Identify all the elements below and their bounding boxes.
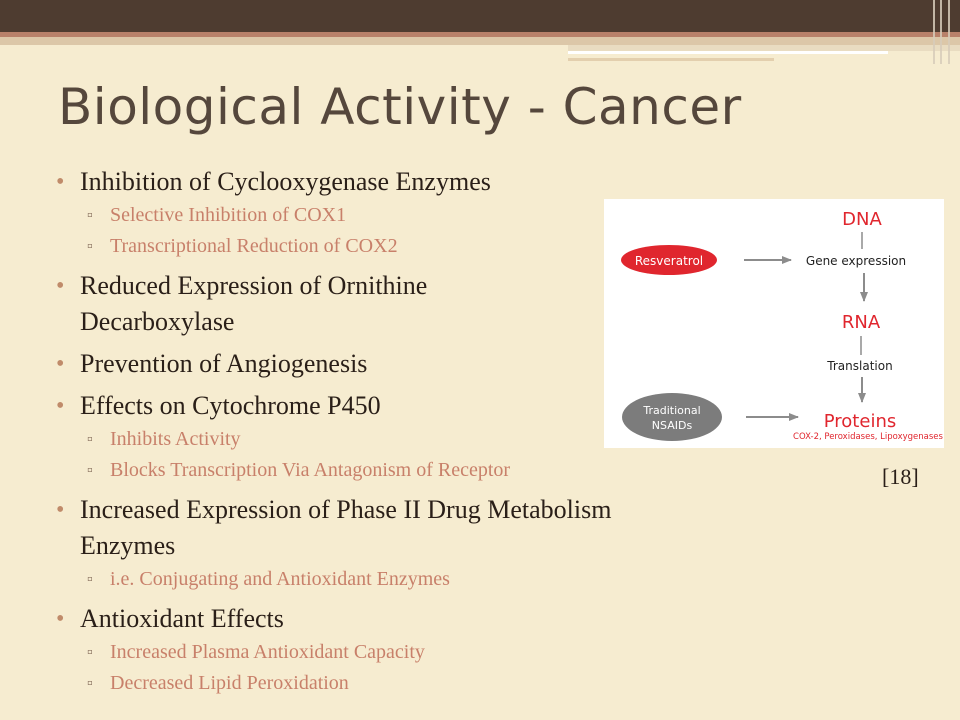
nsaids-label-line1: Traditional <box>642 404 700 417</box>
proteins-label: Proteins <box>824 411 896 432</box>
bullet-item: Effects on Cytochrome P450 <box>56 388 646 424</box>
resveratrol-label: Resveratrol <box>635 254 703 268</box>
header-stripe <box>0 37 960 45</box>
citation: [18] <box>882 464 919 489</box>
bullet-item: Prevention of Angiogenesis <box>56 346 646 382</box>
nsaids-label-line2: NSAIDs <box>652 419 693 432</box>
header-stripe <box>0 32 960 37</box>
header-stripe <box>568 58 774 61</box>
gene-expression-label: Gene expression <box>806 254 906 268</box>
proteins-detail-label: COX-2, Peroxidases, Lipoxygenases <box>793 432 944 442</box>
header-stripe <box>568 51 888 54</box>
sub-bullet-item: Transcriptional Reduction of COX2 <box>56 231 646 262</box>
bullet-item: Antioxidant Effects <box>56 601 646 637</box>
sub-bullet-item: Inhibits Activity <box>56 424 646 455</box>
bullet-item: Reduced Expression of Ornithine Decarbox… <box>56 268 540 340</box>
sub-bullet-item: Blocks Transcription Via Antagonism of R… <box>56 455 646 486</box>
bullet-list: Inhibition of Cyclooxygenase Enzymes Sel… <box>56 158 646 699</box>
diagram-svg: DNA Resveratrol Gene expression RNA Tran… <box>621 209 944 442</box>
header-decoration <box>930 0 960 64</box>
slide-title: Biological Activity - Cancer <box>58 78 742 136</box>
resveratrol-ellipse <box>621 245 717 275</box>
sub-bullet-item: i.e. Conjugating and Antioxidant Enzymes <box>56 564 646 595</box>
sub-bullet-item: Decreased Lipid Peroxidation <box>56 668 646 699</box>
mechanism-diagram: DNA Resveratrol Gene expression RNA Tran… <box>604 199 944 448</box>
rna-label: RNA <box>842 312 881 333</box>
bullet-item: Increased Expression of Phase II Drug Me… <box>56 492 640 564</box>
nsaids-ellipse <box>622 393 722 441</box>
header-bar <box>0 0 960 32</box>
sub-bullet-item: Increased Plasma Antioxidant Capacity <box>56 637 646 668</box>
sub-bullet-item: Selective Inhibition of COX1 <box>56 200 646 231</box>
bullet-item: Inhibition of Cyclooxygenase Enzymes <box>56 164 646 200</box>
translation-label: Translation <box>826 359 892 373</box>
header-stripe <box>568 45 960 51</box>
dna-label: DNA <box>842 209 882 230</box>
